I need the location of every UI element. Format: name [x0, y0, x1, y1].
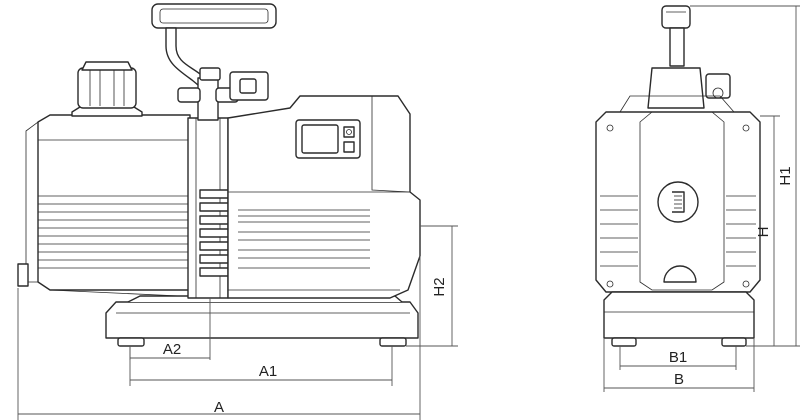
front-handle — [661, 5, 691, 67]
dim-A-line — [17, 256, 421, 420]
label-A: A — [214, 399, 224, 416]
carry-handle — [151, 3, 277, 91]
dim-A2-line — [129, 298, 211, 360]
dim-H1-line — [690, 5, 800, 347]
label-B: B — [674, 371, 684, 388]
gauge-icon — [657, 181, 699, 223]
dim-B1-line — [619, 346, 737, 370]
label-A2: A2 — [163, 341, 181, 358]
control-display — [295, 119, 361, 159]
motor-housing — [227, 95, 421, 299]
dim-H-line — [746, 115, 780, 347]
center-column — [187, 117, 229, 299]
label-A1: A1 — [259, 363, 277, 380]
label-H2: H2 — [431, 277, 448, 296]
front-view — [595, 5, 800, 392]
oil-chamber — [17, 114, 191, 297]
label-B1: B1 — [669, 349, 687, 366]
front-top-knob — [619, 67, 735, 113]
base-plate — [105, 295, 419, 347]
oil-cap-knob — [71, 61, 143, 117]
dim-H2-line — [406, 225, 458, 347]
front-base — [603, 291, 755, 347]
label-H: H — [755, 227, 772, 238]
side-view — [17, 3, 458, 420]
valve-fittings — [177, 67, 269, 121]
dim-B-line — [603, 338, 755, 392]
label-H1: H1 — [777, 166, 794, 185]
